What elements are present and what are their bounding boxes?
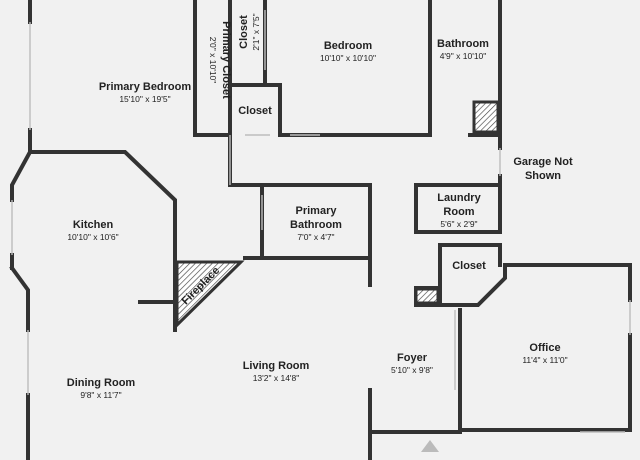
kitchen-name: Kitchen xyxy=(73,219,114,231)
garage-note-line2: Shown xyxy=(525,170,561,182)
bathroom-name: Bathroom xyxy=(437,38,489,50)
primary-bathroom-dims: 7'0" x 4'7" xyxy=(297,232,334,242)
living-room-name: Living Room xyxy=(243,360,310,372)
primary-bathroom-line1: Primary xyxy=(296,205,338,217)
primary-bathroom-line2: Bathroom xyxy=(290,219,342,231)
lower-closet-name: Closet xyxy=(238,105,272,117)
fireplace-hatch xyxy=(175,260,245,329)
foyer-dims: 5'10" x 9'8" xyxy=(391,365,433,375)
laundry-room-dims: 5'6" x 2'9" xyxy=(440,219,477,229)
garage-note-line1: Garage Not xyxy=(513,156,573,168)
foyer-name: Foyer xyxy=(397,352,428,364)
closet-fixture-hatch xyxy=(414,287,440,305)
primary-bedroom-dims: 15'10" x 19'5" xyxy=(119,94,170,104)
dining-room-dims: 9'8" x 11'7" xyxy=(80,390,121,400)
living-room-dims: 13'2" x 14'8" xyxy=(253,373,300,383)
bathroom-dims: 4'9" x 10'10" xyxy=(440,51,487,61)
dining-room-name: Dining Room xyxy=(67,377,136,389)
office-dims: 11'4" x 11'0" xyxy=(522,355,567,365)
laundry-room-line1: Laundry xyxy=(437,192,481,204)
primary-closet-name: Primary Closet xyxy=(220,21,232,99)
room-labels: Primary Bedroom 15'10" x 19'5" Primary C… xyxy=(67,13,573,400)
laundry-room-line2: Room xyxy=(443,206,474,218)
bedroom-name: Bedroom xyxy=(324,40,373,52)
bathroom-fixture-hatch xyxy=(472,100,500,134)
kitchen-dims: 10'10" x 10'6" xyxy=(67,232,118,242)
right-closet-name: Closet xyxy=(452,260,486,272)
openings xyxy=(11,10,631,433)
small-closet-dims: 2'1" x 7'5" xyxy=(251,13,261,50)
small-closet-name: Closet xyxy=(238,15,250,49)
office-name: Office xyxy=(529,342,560,354)
entry-marker-icon xyxy=(421,440,439,452)
bedroom-dims: 10'10" x 10'10" xyxy=(320,53,376,63)
primary-closet-dims: 2'0" x 10'10" xyxy=(208,37,218,84)
primary-bedroom-name: Primary Bedroom xyxy=(99,81,192,93)
